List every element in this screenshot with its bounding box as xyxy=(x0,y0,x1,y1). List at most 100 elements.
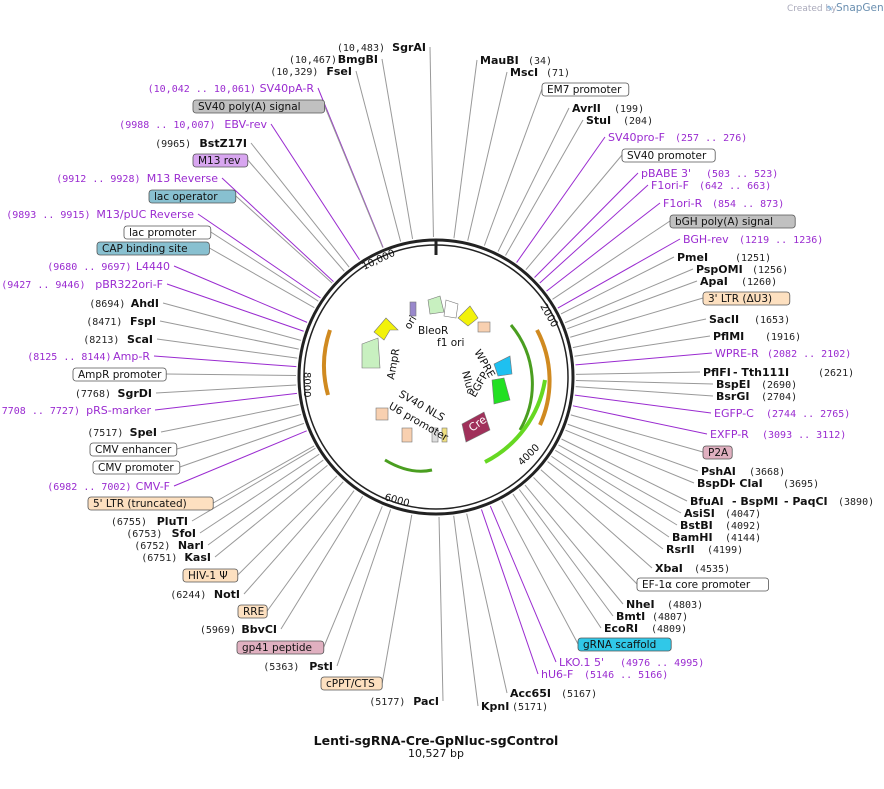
enzyme-site: BspDI xyxy=(697,477,733,490)
primer-leader xyxy=(534,172,639,278)
primer-label: EXFP-R xyxy=(710,428,749,441)
feature-box xyxy=(702,445,733,460)
enzyme-site: BbvCI xyxy=(241,623,277,636)
feature-box xyxy=(87,496,214,511)
enzyme-leader xyxy=(564,268,694,324)
cre-arrow xyxy=(461,411,491,443)
enzyme-site: NotI xyxy=(214,588,240,601)
enzyme-site: BsrGI xyxy=(716,390,749,403)
enzyme-leader xyxy=(565,429,695,484)
enzyme-position: (71) xyxy=(546,68,570,79)
enzyme-site: - BspMI xyxy=(732,495,778,508)
enzyme-site: PflMI xyxy=(713,330,744,343)
feature-leader xyxy=(323,506,383,648)
enzyme-position: (6751) xyxy=(141,553,177,564)
enzyme-position: (1256) xyxy=(752,265,788,276)
feature-label: SV40 poly(A) signal xyxy=(198,101,301,113)
feature-leader xyxy=(525,154,623,271)
yellow-feature-arrow xyxy=(373,317,399,341)
enzyme-site: NarI xyxy=(178,539,204,552)
primer-position: (2082 .. 2102) xyxy=(767,349,851,360)
feature-label: HIV-1 Ψ xyxy=(188,570,228,582)
enzyme-leader xyxy=(162,302,302,341)
enzyme-site: BfuAI xyxy=(690,495,724,508)
feature-box xyxy=(237,604,268,619)
enzyme-position: (9965) xyxy=(155,139,191,150)
inner-label-f1-ori: f1 ori xyxy=(437,337,464,349)
feature-label: cPPT/CTS xyxy=(326,678,375,690)
primer-label: BGH-rev xyxy=(683,233,729,246)
enzyme-site: ApaI xyxy=(700,275,728,288)
cre-orange-arc xyxy=(535,329,552,426)
primer-position: (9988 .. 10,007) xyxy=(119,120,215,131)
primer-leader xyxy=(221,177,334,283)
enzyme-position: (2690) xyxy=(761,380,797,391)
right-primer-labels: SV40pro-F(257 .. 276)pBABE 3'(503 .. 523… xyxy=(541,131,851,681)
enzyme-leader xyxy=(155,384,297,394)
enzyme-position: (10,329) xyxy=(270,67,318,78)
enzyme-site: PspOMI xyxy=(696,263,743,276)
enzyme-position: (5171) xyxy=(512,702,548,713)
enzyme-leader xyxy=(467,71,508,241)
nluc-arrow xyxy=(493,355,513,377)
enzyme-position: (4809) xyxy=(651,624,687,635)
feature-leader xyxy=(381,514,413,684)
feature-leader xyxy=(324,105,384,248)
enzyme-position: (7517) xyxy=(87,428,123,439)
u6-box xyxy=(401,427,413,443)
enzyme-site: SgrDI xyxy=(118,387,152,400)
right-enzyme-labels: MauBI(34)MscI(71)AvrII(199)StuI(204)PmeI… xyxy=(480,54,874,713)
primer-leader xyxy=(575,352,713,366)
enzyme-leader xyxy=(574,335,711,357)
feature-arrows xyxy=(322,295,552,473)
tick-4000: 4000 xyxy=(516,442,542,468)
enzyme-site: NheI xyxy=(626,598,655,611)
enzyme-position: (5363) xyxy=(263,662,299,673)
feature-label: AmpR promoter xyxy=(78,369,162,381)
enzyme-site: PacI xyxy=(413,695,439,708)
enzyme-site: AsiSI xyxy=(684,507,715,520)
sv40-nls-box xyxy=(431,427,439,443)
enzyme-site: - Tth111I xyxy=(733,366,789,379)
feature-label: P2A xyxy=(708,447,729,459)
feature-box xyxy=(92,460,181,475)
feature-box xyxy=(621,148,716,163)
enzyme-position: (5969) xyxy=(200,625,236,636)
enzyme-leader xyxy=(567,423,699,472)
inner-label-nluc: Nluc xyxy=(459,370,477,396)
enzyme-position: (8694) xyxy=(89,299,125,310)
enzyme-leader xyxy=(381,58,414,240)
enzyme-leader xyxy=(512,493,602,629)
feature-label: 3' LTR (ΔU3) xyxy=(708,293,772,305)
left-enzyme-labels: SgrAI(10,483)BmgBI(10,467)FseI(10,329)Bs… xyxy=(75,41,439,708)
enzyme-site: MscI xyxy=(510,66,538,79)
ampr-arrow xyxy=(361,337,381,369)
enzyme-site: PluTI xyxy=(157,515,188,528)
enzyme-position: (3668) xyxy=(749,467,785,478)
primer-position: (7708 .. 7727) xyxy=(0,406,80,417)
egfp-arrow xyxy=(491,377,511,405)
primer-label: CMV-F xyxy=(136,480,170,493)
tick-8000: 8000 xyxy=(301,372,312,397)
feature-label: EF-1α core promoter xyxy=(642,579,751,591)
enzyme-leader xyxy=(524,484,624,605)
enzyme-site: BstZ17I xyxy=(199,137,247,150)
primer-label: pBABE 3' xyxy=(641,167,691,180)
enzyme-position: (1260) xyxy=(741,277,777,288)
enzyme-position: (4803) xyxy=(667,600,703,611)
primer-position: (3093 .. 3112) xyxy=(762,430,846,441)
enzyme-site: BamHI xyxy=(672,531,713,544)
enzyme-leader xyxy=(575,386,714,397)
enzyme-position: (1916) xyxy=(765,332,801,343)
enzyme-site: PstI xyxy=(309,660,333,673)
inner-label-ampr: AmpR xyxy=(385,348,402,381)
primer-leader xyxy=(270,123,360,261)
primer-leader xyxy=(481,509,539,675)
enzyme-position: (204) xyxy=(623,116,653,127)
enzyme-position: (199) xyxy=(614,104,644,115)
enzyme-site: AvrII xyxy=(572,102,601,115)
enzyme-leader xyxy=(207,459,324,546)
enzyme-site: RsrII xyxy=(666,543,695,556)
